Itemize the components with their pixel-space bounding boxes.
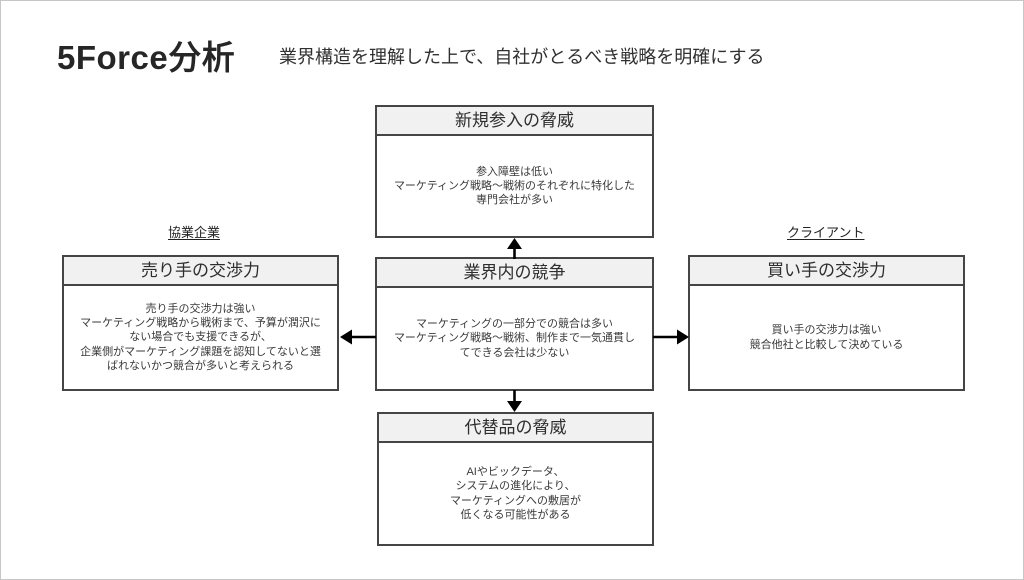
box-title: 買い手の交渉力 (690, 257, 963, 286)
box-body: 参入障壁は低い マーケティング戦略〜戦術のそれぞれに特化した 専門会社が多い (393, 165, 636, 207)
box-threat-of-new-entrants: 新規参入の脅威 参入障壁は低い マーケティング戦略〜戦術のそれぞれに特化した 専… (375, 105, 654, 238)
box-threat-of-substitutes: 代替品の脅威 AIやビックデータ、 システムの進化により、 マーケティングへの敷… (377, 412, 654, 546)
box-body: マーケティングの一部分での競合は多い マーケティング戦略〜戦術、制作まで一気通貫… (393, 318, 636, 359)
box-title: 新規参入の脅威 (377, 107, 652, 136)
page-subtitle: 業界構造を理解した上で、自社がとるべき戦略を明確にする (279, 47, 765, 67)
box-body: 買い手の交渉力は強い 競合他社と比較して決めている (749, 324, 904, 351)
box-buyer-power: 買い手の交渉力 買い手の交渉力は強い 競合他社と比較して決めている (688, 255, 965, 391)
box-title: 売り手の交渉力 (64, 257, 337, 286)
box-title: 業界内の競争 (377, 259, 652, 288)
label-partner-companies: 協業企業 (168, 225, 221, 240)
arrow-up-icon (507, 238, 522, 259)
box-title: 代替品の脅威 (379, 414, 652, 443)
box-body: AIやビックデータ、 システムの進化により、 マーケティングへの敷居が 低くなる… (449, 465, 582, 521)
arrow-left-icon (340, 329, 376, 345)
label-clients: クライアント (787, 225, 865, 240)
box-body: 売り手の交渉力は強い マーケティング戦略から戦術まで、予算が潤沢に ない場合でも… (80, 302, 321, 372)
box-industry-rivalry: 業界内の競争 マーケティングの一部分での競合は多い マーケティング戦略〜戦術、制… (375, 257, 654, 391)
arrow-down-icon (507, 390, 522, 412)
arrow-right-icon (653, 329, 689, 345)
page-title: 5Force分析 (57, 39, 236, 76)
box-supplier-power: 売り手の交渉力 売り手の交渉力は強い マーケティング戦略から戦術まで、予算が潤沢… (62, 255, 339, 391)
